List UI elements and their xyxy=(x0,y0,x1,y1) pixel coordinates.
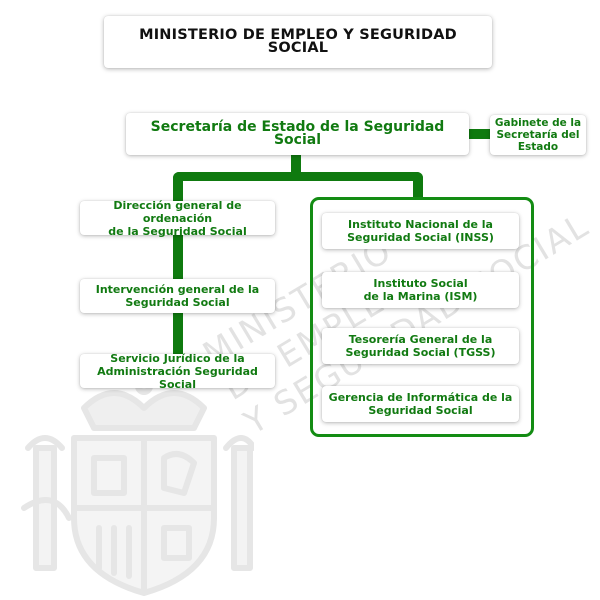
connector-right-drop xyxy=(413,172,423,200)
connector-left-drop xyxy=(173,172,183,202)
agencies-group-frame xyxy=(310,197,534,437)
node-gabinete: Gabinete de la Secretaría del Estado xyxy=(490,115,586,155)
node-servicio-juridico: Servicio Jurídico de la Administración S… xyxy=(80,352,275,391)
node-direccion-general: Dirección general de ordenación de la Se… xyxy=(80,199,275,238)
node-ism: Instituto Social de la Marina (ISM) xyxy=(322,272,519,308)
connector-gabinete xyxy=(469,129,491,139)
connector-root-stem xyxy=(291,155,301,175)
connector-horizontal xyxy=(173,172,423,181)
node-gerencia-informatica: Gerencia de Informática de la Seguridad … xyxy=(322,386,519,422)
node-intervencion-general: Intervención general de la Seguridad Soc… xyxy=(80,279,275,313)
node-secretaria-de-estado: Secretaría de Estado de la Seguridad Soc… xyxy=(126,113,469,155)
node-tgss: Tesorería General de la Seguridad Social… xyxy=(322,328,519,364)
ministry-title: MINISTERIO DE EMPLEO Y SEGURIDAD SOCIAL xyxy=(104,16,492,68)
coat-of-arms-watermark-icon xyxy=(21,377,254,596)
node-inss: Instituto Nacional de la Seguridad Socia… xyxy=(322,213,519,249)
